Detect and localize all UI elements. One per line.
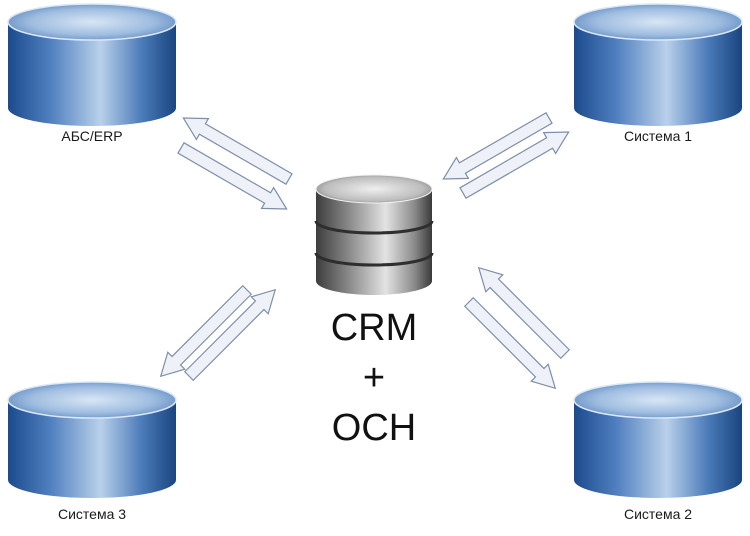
hub-label-crm: CRM [330,307,418,349]
hub-label-plus: + [362,357,386,399]
label-abs-erp: АБС/ERP [61,128,123,144]
cylinder-system-3 [7,381,177,498]
hub-database-icon [314,174,434,295]
hub-label-osn: ОСН [331,407,417,449]
label-system-2: Система 2 [623,506,693,522]
cylinder-system-1 [573,3,743,126]
label-system-1: Система 1 [623,128,693,144]
cylinder-abs-erp [7,3,177,126]
label-system-3: Система 3 [57,506,127,522]
cylinder-system-2 [573,381,743,498]
